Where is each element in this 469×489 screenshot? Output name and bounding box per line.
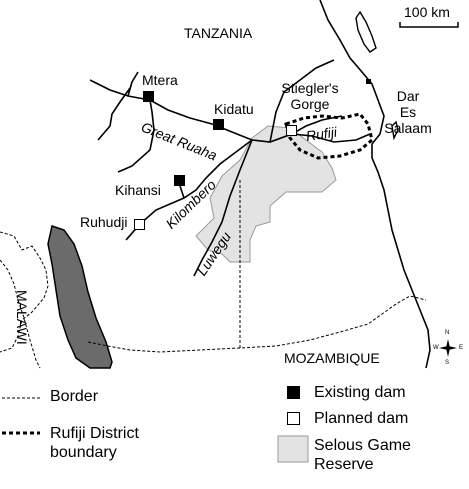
dar-line-1: Dar (396, 88, 420, 104)
river-network (89, 59, 371, 277)
great-ruaha-river (89, 79, 371, 143)
northern-tributary (269, 59, 335, 143)
place-label-kihansi: Kihansi (115, 182, 161, 198)
compass-s: S (445, 360, 450, 366)
compass-e: E (459, 345, 464, 351)
legend-border-label: Border (50, 388, 99, 405)
coastline (319, 0, 431, 369)
legend-reserve-swatch (277, 435, 309, 463)
ruaha-north-tributary (117, 99, 155, 173)
upper-ruaha-branch (97, 87, 131, 141)
legend-planned-dam-label: Planned dam (314, 410, 409, 427)
dar-line-2: Es (399, 104, 417, 120)
stieglers-planned-dam-icon (286, 125, 297, 136)
legend-existing-dam-icon (287, 386, 300, 399)
dar-line-3: Salaam (384, 120, 432, 136)
legend-district-label: Rufiji District boundary (50, 424, 139, 462)
place-label-mtera: Mtera (142, 72, 178, 88)
rufiji-district-boundary (284, 112, 374, 160)
country-label-tanzania: TANZANIA (184, 25, 253, 41)
luwegu-river (193, 139, 253, 277)
compass-w: W (433, 345, 439, 351)
compass-rose (439, 339, 457, 357)
scale-bar-label: 100 km (404, 4, 450, 20)
legend-planned-dam-icon (287, 412, 300, 425)
country-label-mozambique: MOZAMBIQUE (284, 350, 380, 366)
northeast-tributary (291, 115, 343, 135)
legend-existing-dam-label: Existing dam (314, 384, 406, 401)
legend-reserve-line-2: Reserve (314, 456, 374, 473)
ruaha-upper-northwest (127, 71, 139, 97)
country-label-malawi: MALAWI (14, 290, 30, 345)
dar-es-salaam-marker (366, 79, 371, 84)
stieglers-line-1: Stiegler's (281, 80, 339, 96)
legend-reserve-label: Selous Game Reserve (314, 436, 411, 474)
kilombero-river (125, 139, 253, 241)
legend-district-line-1: Rufiji District (50, 425, 139, 442)
place-label-stieglers-gorge: Stiegler's Gorge (274, 80, 346, 112)
mafia-island (391, 120, 399, 141)
place-label-kidatu: Kidatu (214, 101, 254, 117)
kihansi-stream (179, 185, 185, 199)
legend-symbols (2, 397, 309, 463)
place-label-dar-es-salaam: Dar Es Salaam (380, 88, 436, 136)
international-borders (0, 180, 427, 369)
place-label-ruhudji: Ruhudji (80, 214, 128, 230)
lake-malawi (47, 225, 113, 369)
compass-n: N (445, 330, 450, 336)
zanzibar-island (355, 10, 377, 53)
stieglers-line-2: Gorge (290, 96, 330, 112)
legend-reserve-line-1: Selous Game (314, 437, 411, 454)
ruhudji-planned-dam-icon (134, 219, 145, 230)
mtera-existing-dam-icon (143, 91, 154, 102)
kidatu-existing-dam-icon (213, 119, 224, 130)
legend-district-line-2: boundary (50, 444, 117, 461)
scale-bar (399, 22, 459, 28)
kihansi-existing-dam-icon (174, 175, 185, 186)
